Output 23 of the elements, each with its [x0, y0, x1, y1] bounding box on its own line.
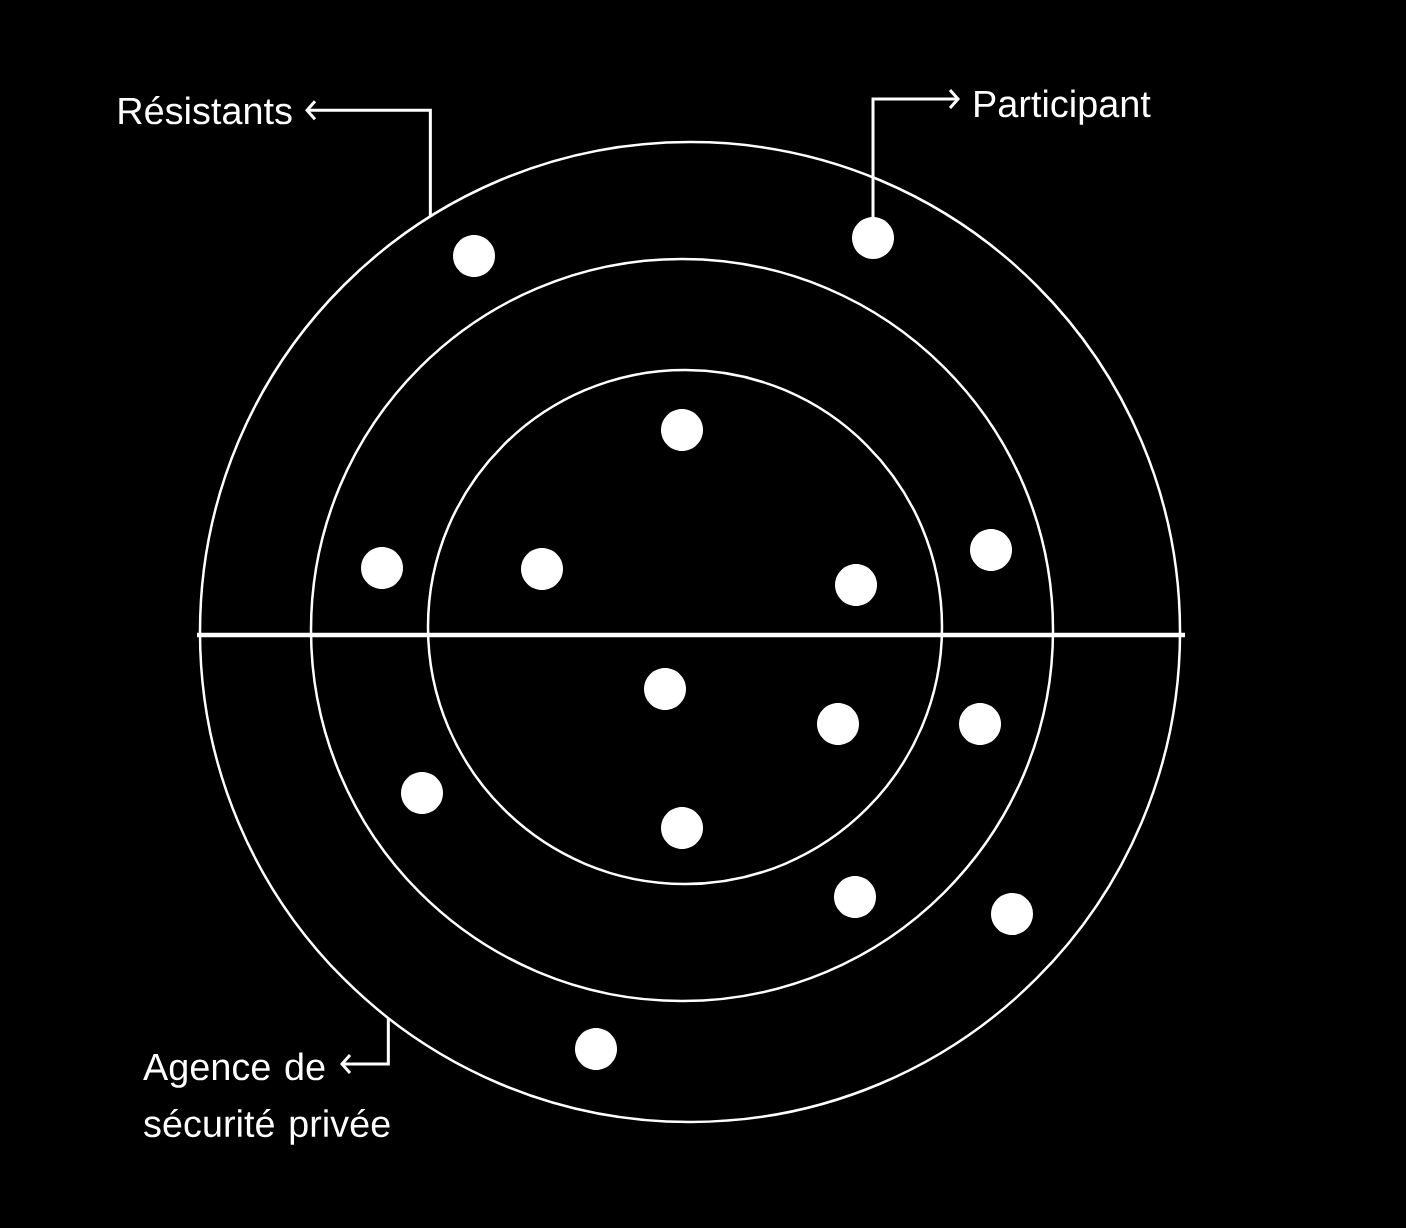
leader-arrow	[340, 1018, 390, 1074]
dot	[661, 807, 703, 849]
dot	[970, 529, 1012, 571]
callout-label: Participant	[975, 89, 1151, 125]
dot	[661, 409, 703, 451]
dot	[521, 548, 563, 590]
ring-outline	[426, 368, 944, 886]
callout-label: Résistants	[119, 96, 292, 125]
ring-outline	[309, 257, 1055, 1003]
dot	[852, 217, 894, 259]
dot	[361, 547, 403, 589]
dot	[644, 668, 686, 710]
dot	[575, 1028, 617, 1070]
dot	[401, 772, 443, 814]
dot	[835, 564, 877, 606]
dot	[453, 235, 495, 277]
leader-arrow	[305, 100, 432, 217]
dot	[991, 893, 1033, 935]
dot	[834, 876, 876, 918]
dot	[817, 703, 859, 745]
dot	[959, 703, 1001, 745]
callout-label: Agence de sécurité privée	[143, 1052, 390, 1145]
leader-arrow	[871, 89, 960, 217]
